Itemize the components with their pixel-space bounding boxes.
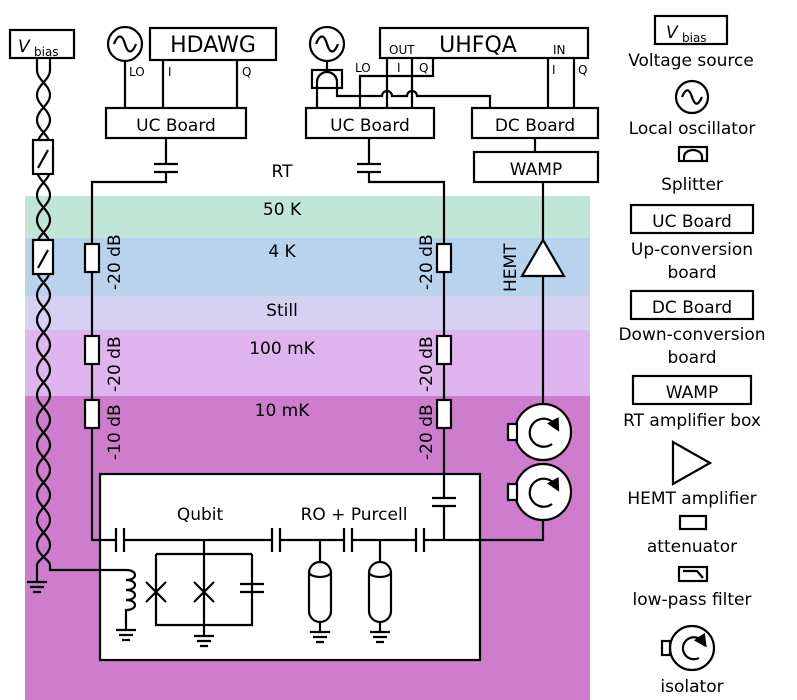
legend-attenuator: attenuator xyxy=(647,514,737,557)
legend-lpf: low-pass filter xyxy=(632,565,752,610)
band-4k xyxy=(25,238,590,296)
legend: V bias Voltage source Local oscillator S… xyxy=(618,14,766,697)
svg-text:I: I xyxy=(397,61,401,75)
svg-text:board: board xyxy=(667,348,716,368)
legend-isolator: isolator xyxy=(660,624,724,697)
legend-wamp: WAMP RT amplifier box xyxy=(623,374,761,431)
svg-text:Local oscillator: Local oscillator xyxy=(629,119,756,139)
atten-label-ro-100mk: -20 dB xyxy=(417,336,437,392)
lo-drive xyxy=(106,25,144,63)
svg-text:OUT: OUT xyxy=(389,43,415,57)
svg-text:LO: LO xyxy=(129,65,145,79)
svg-text:isolator: isolator xyxy=(660,677,723,697)
svg-text:Voltage source: Voltage source xyxy=(628,51,754,71)
svg-text:bias: bias xyxy=(682,31,707,45)
svg-text:HEMT amplifier: HEMT amplifier xyxy=(627,489,756,509)
uc-board-drive: UC Board xyxy=(104,106,248,140)
lpf-2 xyxy=(31,238,55,276)
atten-label-drive-10mk: -10 dB xyxy=(105,404,125,460)
atten-ro-10mk xyxy=(435,398,453,430)
svg-text:IN: IN xyxy=(553,43,566,57)
svg-text:Splitter: Splitter xyxy=(661,175,723,195)
qubit-label: Qubit xyxy=(177,505,224,525)
band-50k xyxy=(25,196,590,238)
isolator-2 xyxy=(506,462,573,522)
atten-drive-100mk xyxy=(83,334,101,366)
dc-board: DC Board xyxy=(470,106,600,140)
legend-uc-board: UC Board Up-conversion board xyxy=(629,203,755,283)
svg-text:UC Board: UC Board xyxy=(652,212,732,232)
lpf-1 xyxy=(31,138,55,176)
stage-label-still: Still xyxy=(266,301,298,321)
svg-text:V: V xyxy=(666,23,679,43)
svg-text:Q: Q xyxy=(419,61,428,75)
atten-ro-4k xyxy=(435,242,453,274)
svg-text:attenuator: attenuator xyxy=(647,537,737,557)
svg-text:board: board xyxy=(667,263,716,283)
legend-hemt: HEMT amplifier xyxy=(627,440,757,509)
stage-label-50k: 50 K xyxy=(263,200,302,220)
svg-text:low-pass filter: low-pass filter xyxy=(632,590,751,610)
ro-purcell-label: RO + Purcell xyxy=(301,505,408,525)
hdawg-box: HDAWG LO I Q xyxy=(129,26,278,79)
stage-label-4k: 4 K xyxy=(268,242,296,262)
legend-vbias: V bias Voltage source xyxy=(628,14,754,71)
svg-text:WAMP: WAMP xyxy=(510,160,562,180)
stage-label-rt: RT xyxy=(272,162,294,182)
stage-label-10mk: 10 mK xyxy=(255,401,311,421)
atten-drive-10mk xyxy=(83,398,101,430)
svg-text:LO: LO xyxy=(355,61,371,75)
vbias-source: V bias xyxy=(8,28,76,60)
svg-text:I: I xyxy=(552,63,556,77)
atten-ro-100mk xyxy=(435,334,453,366)
svg-text:Up-conversion: Up-conversion xyxy=(631,240,753,260)
svg-text:I: I xyxy=(168,65,172,79)
svg-text:Q: Q xyxy=(242,65,251,79)
svg-text:DC Board: DC Board xyxy=(495,116,575,136)
atten-label-ro-10mk: -20 dB xyxy=(417,404,437,460)
svg-text:DC Board: DC Board xyxy=(652,298,732,318)
wamp-box: WAMP xyxy=(472,150,600,184)
legend-lo: Local oscillator xyxy=(629,79,756,139)
svg-text:bias: bias xyxy=(34,45,59,59)
svg-text:Q: Q xyxy=(578,63,587,77)
resonator-2 xyxy=(367,540,393,644)
svg-text:UC Board: UC Board xyxy=(330,116,410,136)
svg-text:Down-conversion: Down-conversion xyxy=(618,325,765,345)
band-still xyxy=(25,296,590,330)
ground-vbias xyxy=(27,575,47,594)
svg-text:HDAWG: HDAWG xyxy=(170,33,256,58)
isolator-1 xyxy=(506,402,573,462)
legend-dc-board: DC Board Down-conversion board xyxy=(618,289,766,368)
uhfqa-box: UHFQA OUT IN LO I Q I Q xyxy=(355,26,590,77)
splitter xyxy=(310,68,344,90)
uc-board-readout: UC Board xyxy=(304,106,436,140)
band-100mk xyxy=(25,330,590,396)
svg-text:RT amplifier box: RT amplifier box xyxy=(623,411,761,431)
resonator-1 xyxy=(307,540,333,644)
atten-label-ro-4k: -20 dB xyxy=(417,234,437,290)
chip-box xyxy=(98,472,482,662)
atten-drive-4k xyxy=(83,242,101,274)
svg-text:WAMP: WAMP xyxy=(666,383,718,403)
svg-text:V: V xyxy=(18,37,31,57)
atten-label-drive-4k: -20 dB xyxy=(105,234,125,290)
legend-splitter: Splitter xyxy=(661,145,723,195)
svg-text:HEMT: HEMT xyxy=(501,243,521,292)
svg-text:UC Board: UC Board xyxy=(136,116,216,136)
lo-readout xyxy=(308,25,346,63)
atten-label-drive-100mk: -20 dB xyxy=(105,336,125,392)
svg-text:UHFQA: UHFQA xyxy=(439,33,517,58)
stage-label-100mk: 100 mK xyxy=(249,339,315,359)
